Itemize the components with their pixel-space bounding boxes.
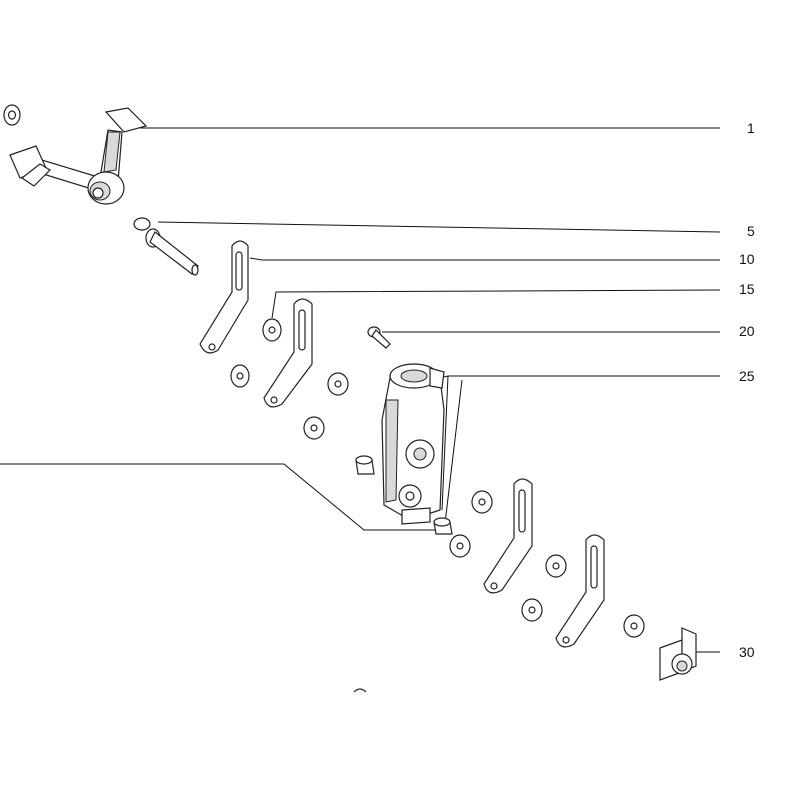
bolt-part	[133, 217, 199, 276]
washer-parts	[230, 318, 645, 638]
callout-1: 1	[747, 120, 755, 136]
screw-part	[367, 326, 391, 349]
leader-line-left	[0, 463, 436, 531]
leader-line-25c	[443, 379, 463, 533]
callout-10: 10	[739, 251, 755, 267]
callout-15: 15	[739, 281, 755, 297]
leader-line-25	[439, 375, 720, 379]
callout-25: 25	[739, 368, 755, 384]
pivot-body-part	[381, 363, 445, 525]
leader-line-5	[157, 221, 721, 233]
leader-line-25b	[441, 375, 449, 511]
bushing-parts	[355, 455, 453, 535]
callout-5: 5	[747, 223, 755, 239]
slotted-bracket-upper	[199, 240, 313, 408]
handle-lever-part	[3, 104, 148, 205]
callout-30: 30	[739, 644, 755, 660]
partial-part-bottom	[353, 688, 367, 693]
leader-line-15	[271, 289, 721, 319]
callout-20: 20	[739, 323, 755, 339]
leader-lines	[0, 127, 721, 653]
mount-bracket-part	[659, 627, 697, 681]
slotted-bracket-lower	[483, 478, 605, 648]
leader-line-10	[249, 257, 720, 261]
